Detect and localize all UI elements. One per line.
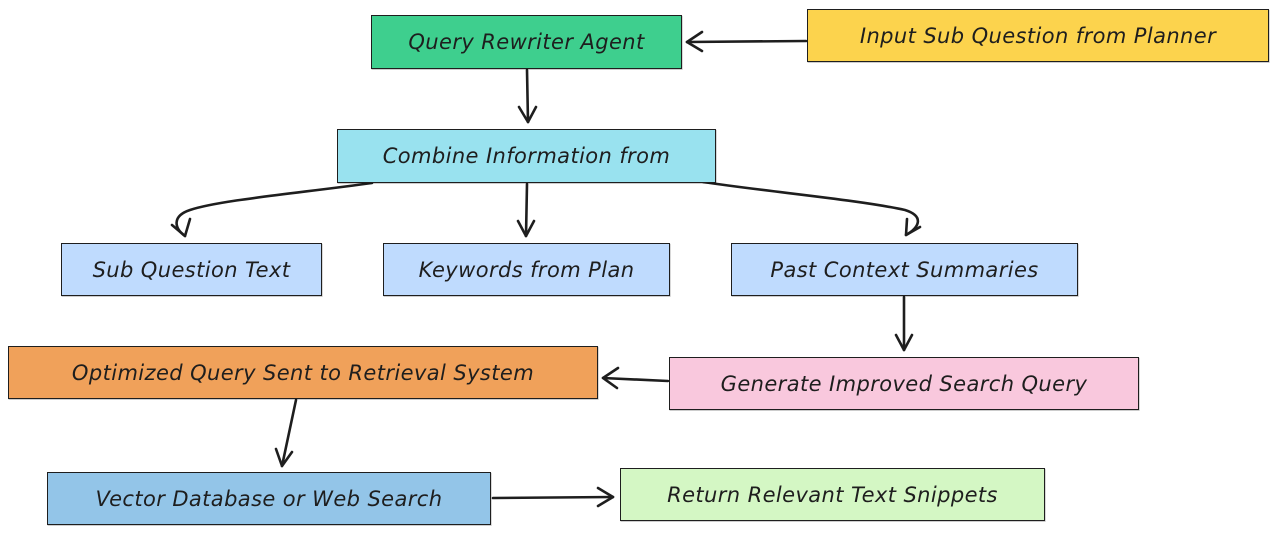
arrow-input-to-rewriter [685, 30, 808, 53]
arrow-rewriter-to-combine [517, 68, 538, 124]
node-return-relevant-snippets: Return Relevant Text Snippets [620, 468, 1045, 521]
node-input-sub-question: Input Sub Question from Planner [807, 9, 1269, 62]
node-label: Generate Improved Search Query [720, 371, 1088, 396]
node-label: Sub Question Text [92, 257, 291, 282]
node-combine-information: Combine Information from [337, 129, 716, 183]
node-label: Return Relevant Text Snippets [667, 482, 998, 507]
node-past-context-summaries: Past Context Summaries [731, 243, 1078, 296]
arrow-generate-to-optimized [601, 366, 670, 390]
arrow-combine-to-pastcontext [701, 180, 922, 237]
arrow-combine-to-keywords [516, 182, 536, 238]
node-label: Combine Information from [382, 144, 671, 168]
arrow-pastcontext-to-generate [894, 295, 914, 352]
node-generate-improved-query: Generate Improved Search Query [669, 357, 1139, 410]
node-label: Past Context Summaries [770, 257, 1039, 282]
node-label: Input Sub Question from Planner [859, 23, 1217, 48]
node-label: Keywords from Plan [418, 257, 635, 282]
node-vector-database-or-web-search: Vector Database or Web Search [47, 472, 491, 525]
node-label: Vector Database or Web Search [95, 486, 443, 511]
arrow-optimized-to-vector [274, 398, 298, 468]
node-optimized-query: Optimized Query Sent to Retrieval System [8, 346, 598, 399]
node-query-rewriter-agent: Query Rewriter Agent [371, 15, 682, 69]
arrow-combine-to-subquestion [170, 181, 374, 238]
node-label: Optimized Query Sent to Retrieval System [71, 360, 535, 385]
node-sub-question-text: Sub Question Text [61, 243, 322, 296]
arrow-vector-to-return [491, 486, 615, 508]
node-keywords-from-plan: Keywords from Plan [383, 243, 670, 296]
node-label: Query Rewriter Agent [408, 30, 645, 54]
